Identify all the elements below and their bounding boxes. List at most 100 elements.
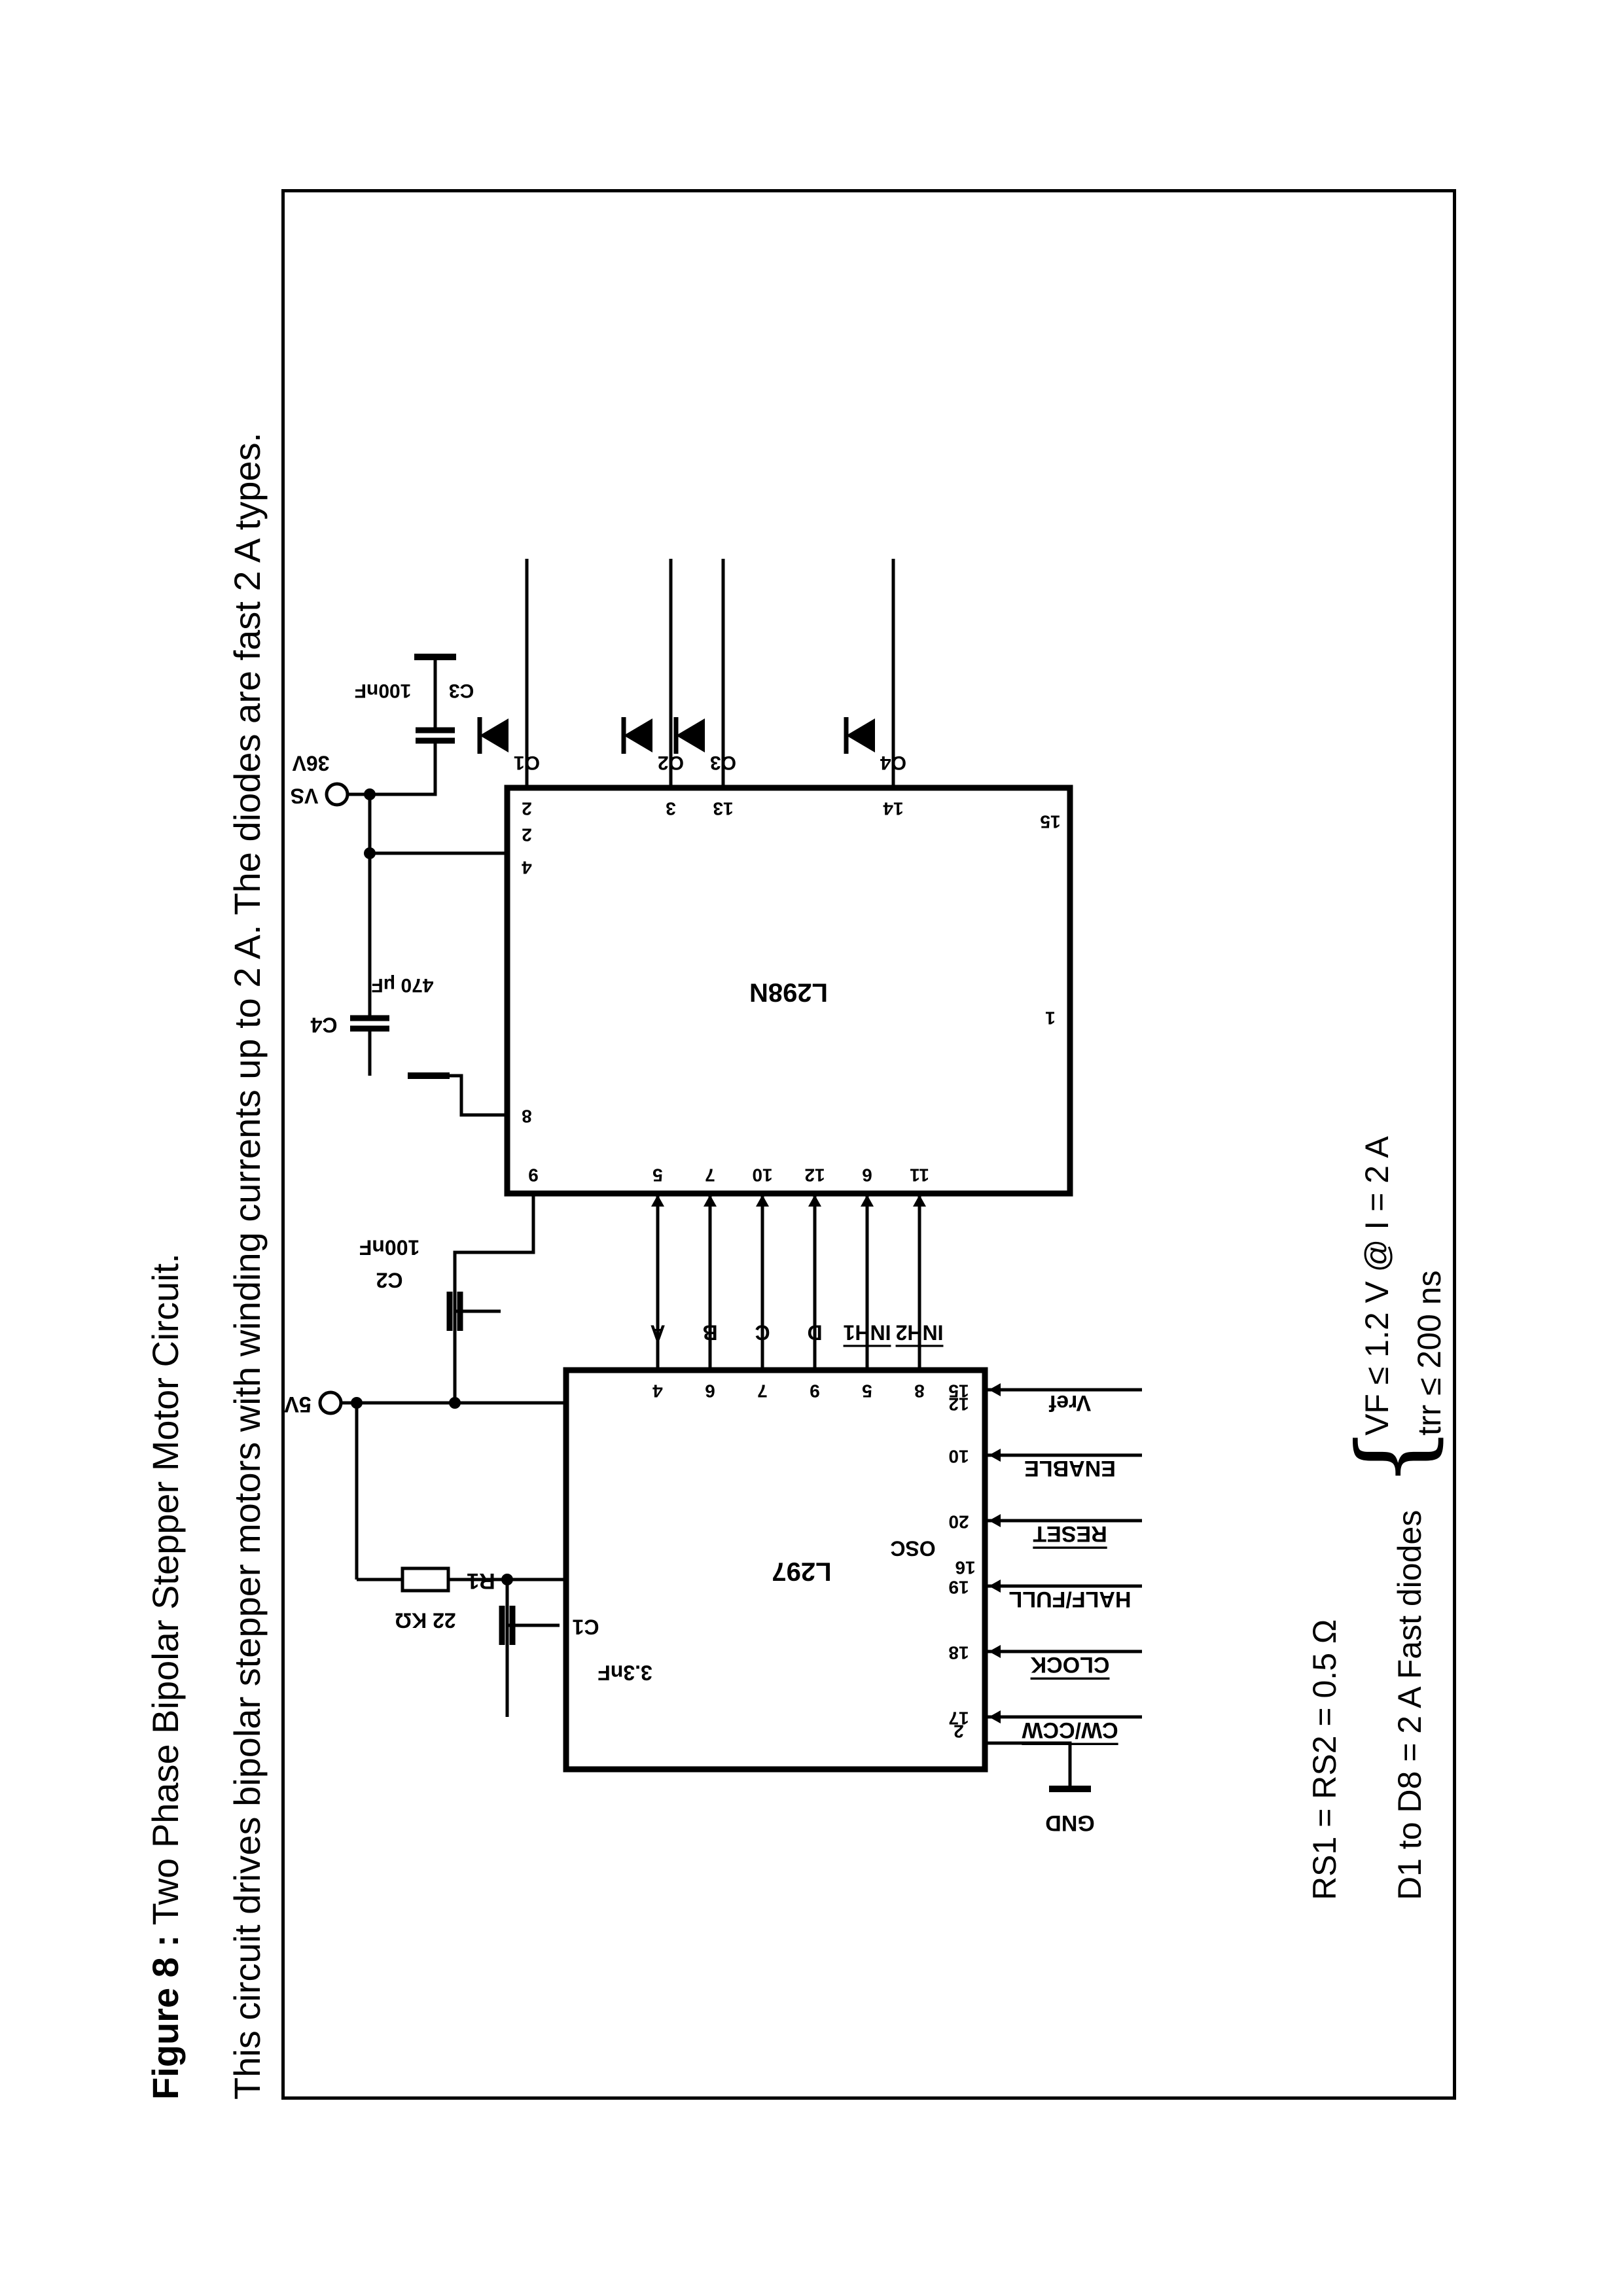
l297-pin-number: 17 [948, 1708, 969, 1729]
c1-label: C1 [573, 1616, 599, 1639]
diode-top [624, 718, 652, 752]
l298-pin-number: 13 [713, 799, 733, 819]
c3-value: 100nF [355, 680, 412, 701]
diode-top [676, 718, 705, 752]
wire [370, 742, 437, 796]
c4-label: C4 [310, 1014, 337, 1037]
figure-label: Figure 8 : [145, 1934, 186, 2100]
l298-pin-number: 9 [528, 1165, 539, 1186]
l297-input-label: ENABLE [1024, 1456, 1116, 1481]
l297-chip [563, 1367, 988, 1773]
l298-name: L298N [749, 978, 828, 1006]
diodes-type: D1 to D8 = 2 A Fast diodes [1391, 1510, 1428, 1900]
figure-caption: Figure 8 : Two Phase Bipolar Stepper Mot… [144, 1253, 187, 2100]
l298-pin-number: 7 [705, 1165, 715, 1186]
signal-arrow [651, 1195, 664, 1207]
l298-pin-number: 10 [752, 1165, 772, 1186]
signal-arrow [861, 1195, 874, 1207]
l298-pin-number: 2 [522, 799, 532, 819]
l297-input-label: RESET [1033, 1521, 1107, 1546]
l297-pin-number: 7 [757, 1381, 768, 1402]
l297-pin-number: 9 [810, 1381, 820, 1402]
l298-pin-number: 15 [1040, 812, 1060, 832]
l297-name: L297 [772, 1557, 831, 1585]
wire [453, 1193, 535, 1311]
l297-pin-number: 2 [954, 1722, 964, 1742]
wire [985, 1741, 1072, 1789]
l298-pin-number: 12 [804, 1165, 825, 1186]
l297-pin-number: 19 [948, 1578, 969, 1598]
supply-vs-label: VS [291, 785, 319, 808]
signal-arrow [989, 1449, 1001, 1462]
signal-arrow [989, 1383, 1001, 1396]
l298-output-label: O1 [514, 752, 540, 773]
supply-5v-terminal [318, 1390, 343, 1415]
l298-output-label: O3 [710, 752, 736, 773]
signal-arrow [989, 1710, 1001, 1723]
figure-description: This circuit drives bipolar stepper moto… [226, 432, 268, 2100]
l297-input-label: HALF/FULL [1009, 1587, 1132, 1612]
c3-label: C3 [449, 680, 474, 701]
supply-vs-terminal [325, 782, 349, 807]
trr-spec: trr ≤ 200 ns [1411, 1270, 1448, 1436]
l297-pin-number: 15 [948, 1381, 969, 1402]
signal-arrow [913, 1195, 926, 1207]
figure-title: Two Phase Bipolar Stepper Motor Circuit. [145, 1253, 186, 1926]
signal-arrow [756, 1195, 769, 1207]
l297-pin-number: 10 [948, 1447, 969, 1467]
l297-input-label: CLOCK [1030, 1652, 1109, 1677]
c2-value: 100nF [359, 1236, 419, 1260]
signal-arrow [989, 1645, 1001, 1658]
l298-pin-number: 2 [522, 825, 532, 845]
signal-arrow [989, 1580, 1001, 1593]
junction-dot [364, 788, 376, 800]
c1-value: 3.3nF [597, 1661, 652, 1685]
rs-equation: RS1 = RS2 = 0.5 Ω [1306, 1619, 1343, 1900]
l298-pin-number: 8 [522, 1106, 532, 1127]
l297-input-label: Vref [1048, 1390, 1091, 1415]
junction-dot [351, 1397, 363, 1409]
control-signal-label: INH1 [844, 1321, 891, 1345]
osc-label: OSC [890, 1537, 935, 1561]
vf-spec: VF ≤ 1.2 V @ I = 2 A [1359, 1136, 1395, 1436]
c4-value: 470 μF [371, 974, 433, 996]
wire [429, 1074, 507, 1117]
supply-5v-label: 5V [285, 1392, 312, 1417]
l298-pin-number: 4 [522, 858, 532, 878]
c2-label: C2 [376, 1269, 403, 1292]
r1-resistor [401, 1566, 450, 1593]
l298-pin-number: 14 [883, 799, 904, 819]
junction-dot [449, 1397, 461, 1409]
l297-pin-number: 20 [948, 1512, 969, 1532]
l298-pin-number: 5 [652, 1165, 663, 1186]
l297-input-label: CW/CCW [1021, 1718, 1118, 1742]
control-signal-label: D [807, 1321, 822, 1345]
signal-arrow [704, 1195, 717, 1207]
l297-pin-number: 6 [705, 1381, 715, 1402]
r1-value: 22 KΩ [395, 1609, 455, 1633]
r1-label: R1 [467, 1568, 495, 1593]
diode-top [846, 718, 875, 752]
l298-pin-number: 11 [910, 1165, 929, 1186]
l298-output-label: O2 [658, 752, 684, 773]
l297-pin-number: 18 [948, 1643, 969, 1663]
l297-pin-number: 8 [914, 1381, 925, 1402]
control-signal-label: A [650, 1321, 665, 1345]
control-signal-label: INH2 [896, 1321, 944, 1345]
control-signal-label: B [702, 1321, 717, 1345]
l298-pin-number: 6 [862, 1165, 872, 1186]
gnd-label: GND [1045, 1810, 1095, 1835]
l297-pin-number: 4 [652, 1381, 663, 1402]
l298-pin-number: 3 [666, 799, 676, 819]
junction-dot [501, 1574, 513, 1585]
l298-output-label: O4 [880, 752, 906, 773]
l297-pin-number: 5 [862, 1381, 872, 1402]
junction-dot [364, 847, 376, 859]
diode-top [480, 718, 508, 752]
signal-arrow [808, 1195, 821, 1207]
l297-pin-number: 12 [948, 1394, 969, 1415]
